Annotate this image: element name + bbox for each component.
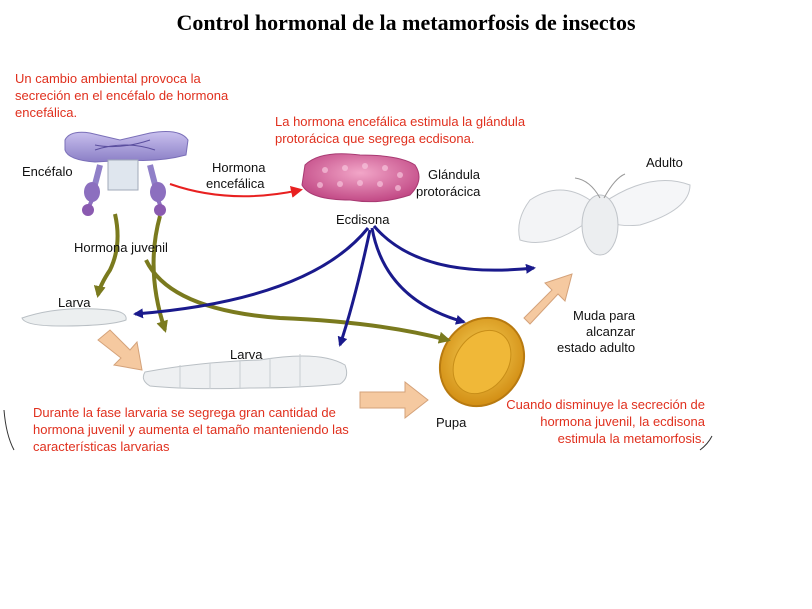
note-gland-stimulation: La hormona encefálica estimula la glándu… — [275, 114, 526, 146]
label-hormona-encefalica-line2: encefálica — [206, 176, 265, 191]
pupa-illustration — [438, 316, 526, 408]
big-larva-illustration — [142, 354, 348, 390]
page-title: Control hormonal de la metamorfosis de i… — [176, 10, 636, 35]
label-muda-line1: Muda para — [573, 308, 636, 323]
label-hormona-juvenil: Hormona juvenil — [74, 240, 168, 255]
encephalic-hormone-arrow — [169, 183, 303, 198]
small-larva-illustration — [21, 308, 127, 327]
note-environmental-change: Un cambio ambiental provoca la secreción… — [15, 71, 229, 120]
label-glandula-line1: Glándula — [428, 167, 481, 182]
label-ecdisona: Ecdisona — [336, 212, 390, 227]
brain-illustration — [64, 131, 189, 216]
juvenile-hormone-arrows — [93, 213, 451, 344]
label-muda-line2: alcanzar — [586, 324, 636, 339]
ecdysone-arrows — [133, 225, 536, 347]
gland-illustration — [301, 153, 420, 203]
label-encefalo: Encéfalo — [22, 164, 73, 179]
label-pupa: Pupa — [436, 415, 467, 430]
stage-arrows — [97, 273, 573, 420]
label-adulto: Adulto — [646, 155, 683, 170]
label-larva-small: Larva — [58, 295, 91, 310]
note-larval-phase: Durante la fase larvaria se segrega gran… — [33, 405, 349, 454]
label-muda-line3: estado adulto — [557, 340, 636, 355]
label-hormona-encefalica-line1: Hormona — [212, 160, 266, 175]
adult-moth-illustration — [518, 173, 691, 256]
label-glandula-line2: protorácica — [416, 184, 481, 199]
note-metamorphosis: Cuando disminuye la secreción de hormona… — [506, 397, 705, 446]
label-larva-big: Larva — [230, 347, 263, 362]
